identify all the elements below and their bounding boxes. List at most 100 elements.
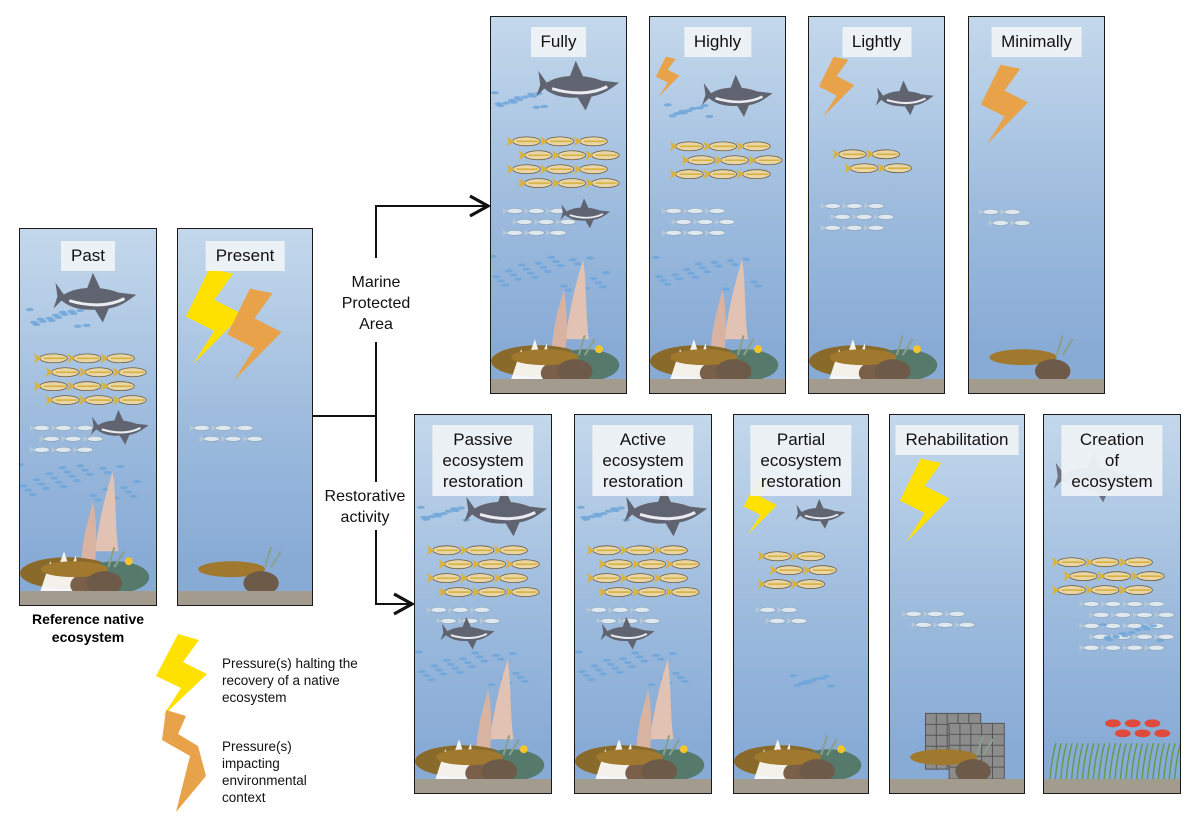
panel-passive-restoration: Passive ecosystem restoration bbox=[414, 414, 552, 794]
scene-highly bbox=[650, 56, 783, 386]
silver-fish-icon bbox=[765, 617, 786, 624]
silver-fish-icon bbox=[29, 424, 50, 431]
panel-past: Past bbox=[19, 228, 157, 606]
small-fish-icon bbox=[1118, 632, 1127, 636]
panel-lightly-label: Lightly bbox=[841, 27, 912, 57]
silver-fish-icon bbox=[546, 229, 567, 236]
small-fish-icon bbox=[463, 661, 472, 665]
silver-fish-icon bbox=[1111, 611, 1132, 618]
seagrass-blade bbox=[1076, 743, 1084, 780]
seafloor bbox=[809, 379, 944, 393]
small-fish-icon bbox=[502, 101, 511, 105]
silver-fish-icon bbox=[1144, 644, 1165, 651]
yellowtail-fish-icon bbox=[460, 573, 495, 584]
silver-fish-icon bbox=[1010, 219, 1031, 226]
small-fish-icon bbox=[427, 678, 436, 682]
yellowtail-fish-icon bbox=[585, 150, 620, 161]
small-fish-icon bbox=[700, 103, 709, 108]
yellowtail-fish-icon bbox=[438, 587, 473, 598]
silver-fish-icon bbox=[1132, 611, 1153, 618]
small-fish-icon bbox=[501, 283, 510, 287]
small-fish-icon bbox=[582, 674, 591, 678]
small-fish-icon bbox=[512, 671, 521, 675]
yellowtail-fish-icon bbox=[472, 559, 507, 570]
yellowtail-fish-icon bbox=[45, 395, 80, 406]
small-fish-icon bbox=[50, 476, 59, 480]
yellowtail-fish-icon bbox=[832, 149, 867, 160]
scene-rehabilitation bbox=[899, 458, 1005, 784]
yellowtail-fish-icon bbox=[506, 164, 541, 175]
silver-fish-icon bbox=[683, 207, 704, 214]
small-fish-icon bbox=[475, 655, 484, 659]
silver-fish-icon bbox=[820, 203, 841, 209]
restorative-branch-label: Restorative activity bbox=[324, 488, 406, 526]
yellowtail-fish-icon bbox=[460, 545, 495, 556]
silver-fish-icon bbox=[73, 446, 94, 453]
small-fish-icon bbox=[29, 492, 37, 497]
shark-icon bbox=[464, 486, 548, 537]
seagrass-blade bbox=[1060, 743, 1068, 780]
pressure-bolt-icon bbox=[185, 268, 243, 365]
small-fish-icon bbox=[580, 515, 589, 520]
small-fish-icon bbox=[631, 651, 640, 655]
panel-mpa-lightly: Lightly bbox=[808, 16, 945, 394]
small-fish-icon bbox=[442, 658, 451, 662]
small-fish-icon bbox=[98, 466, 107, 470]
yellowtail-fish-icon bbox=[33, 353, 68, 364]
silver-fish-icon bbox=[755, 606, 776, 613]
small-fish-icon bbox=[576, 505, 585, 509]
small-fish-icon bbox=[492, 275, 501, 279]
small-fish-icon bbox=[447, 662, 455, 666]
small-fish-icon bbox=[103, 471, 112, 475]
shark-icon bbox=[624, 486, 708, 537]
small-fish-icon bbox=[599, 512, 608, 516]
yellowtail-fish-icon bbox=[757, 579, 792, 590]
panel-active-label: Active ecosystem restoration bbox=[592, 425, 694, 496]
small-fish-icon bbox=[520, 679, 529, 683]
small-fish-icon bbox=[587, 678, 596, 682]
small-fish-icon bbox=[471, 651, 480, 655]
yellowtail-fish-icon bbox=[1051, 585, 1086, 596]
seagrass-blade bbox=[1065, 743, 1073, 780]
small-fish-icon bbox=[430, 664, 439, 668]
small-fish-icon bbox=[687, 271, 695, 275]
yellowtail-fish-icon bbox=[573, 136, 608, 147]
small-fish-icon bbox=[526, 271, 535, 275]
silver-fish-icon bbox=[211, 424, 232, 431]
yellowtail-fish-icon bbox=[438, 559, 473, 570]
seagrass-blade bbox=[1081, 743, 1090, 780]
yellowtail-fish-icon bbox=[598, 587, 633, 598]
silver-fish-icon bbox=[842, 224, 863, 231]
small-fish-icon bbox=[1103, 636, 1112, 640]
small-fish-icon bbox=[1140, 625, 1149, 629]
yellowtail-fish-icon bbox=[632, 587, 667, 598]
yellowtail-fish-icon bbox=[585, 178, 620, 189]
seagrass-blade bbox=[1098, 743, 1106, 780]
small-fish-icon bbox=[508, 652, 517, 656]
silver-fish-icon bbox=[874, 213, 895, 220]
silver-fish-icon bbox=[29, 446, 50, 453]
silver-fish-icon bbox=[661, 207, 682, 214]
small-fish-icon bbox=[94, 498, 102, 502]
small-fish-icon bbox=[491, 91, 499, 95]
panel-creation-of-ecosystem: Creation of ecosystem bbox=[1043, 414, 1181, 794]
small-fish-icon bbox=[416, 505, 425, 509]
yellowtail-fish-icon bbox=[586, 573, 621, 584]
yellowtail-fish-icon bbox=[632, 559, 667, 570]
small-fish-icon bbox=[689, 106, 698, 111]
small-fish-icon bbox=[418, 670, 427, 674]
silver-fish-icon bbox=[199, 435, 220, 442]
seafloor bbox=[575, 779, 711, 793]
panel-fully-label: Fully bbox=[530, 27, 587, 57]
silver-fish-icon bbox=[1122, 644, 1143, 651]
yellowtail-fish-icon bbox=[552, 150, 586, 161]
coral-reef bbox=[20, 471, 150, 598]
small-fish-icon bbox=[532, 105, 541, 109]
yellowtail-fish-icon bbox=[505, 587, 540, 598]
silver-fish-icon bbox=[189, 424, 210, 431]
silver-fish-icon bbox=[945, 610, 966, 617]
yellowtail-fish-icon bbox=[505, 559, 540, 570]
seagrass-blade bbox=[1049, 743, 1057, 780]
small-fish-icon bbox=[610, 507, 618, 511]
legend-halting-text: Pressure(s) halting the recovery of a na… bbox=[222, 656, 358, 705]
